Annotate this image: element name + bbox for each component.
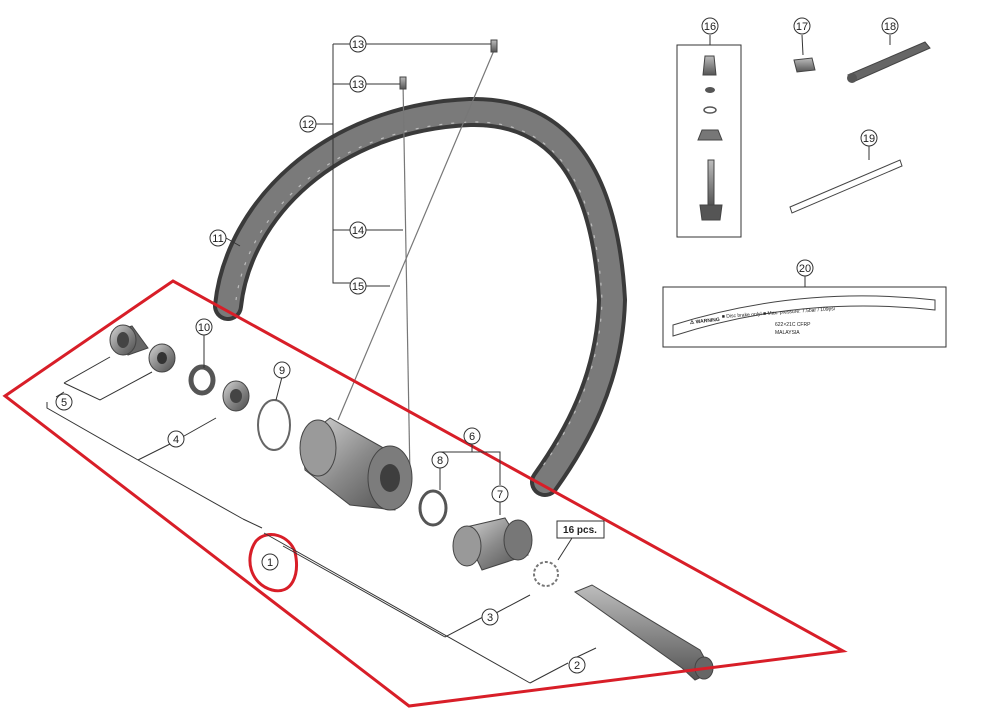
callout-5[interactable]: 5 bbox=[55, 393, 73, 411]
callout-9[interactable]: 9 bbox=[273, 361, 291, 379]
svg-text:12: 12 bbox=[302, 119, 314, 131]
left-hub-parts bbox=[109, 324, 291, 451]
highlight-callout-circle bbox=[248, 533, 298, 593]
callout-3[interactable]: 3 bbox=[481, 608, 499, 626]
callout-16[interactable]: 16 bbox=[701, 17, 719, 35]
callout-labels: 1 2 3 4 5 6 7 8 bbox=[55, 17, 899, 674]
right-hub-parts bbox=[418, 489, 714, 681]
svg-text:8: 8 bbox=[437, 455, 443, 467]
valve-set-box bbox=[676, 44, 742, 238]
spoke-nipple-parts bbox=[399, 39, 498, 90]
callout-13-upper[interactable]: 13 bbox=[349, 35, 367, 53]
svg-text:622×21C CFRP: 622×21C CFRP bbox=[775, 322, 811, 328]
svg-text:MALAYSIA: MALAYSIA bbox=[775, 330, 800, 336]
callout-2[interactable]: 2 bbox=[568, 656, 586, 674]
callout-19[interactable]: 19 bbox=[860, 129, 878, 147]
callout-20[interactable]: 20 bbox=[796, 259, 814, 277]
hub-body bbox=[299, 417, 413, 511]
callout-14[interactable]: 14 bbox=[349, 221, 367, 239]
svg-text:17: 17 bbox=[796, 21, 808, 33]
callout-11[interactable]: 11 bbox=[209, 229, 227, 247]
callout-13-lower[interactable]: 13 bbox=[349, 75, 367, 93]
tool-parts bbox=[793, 41, 931, 83]
svg-text:18: 18 bbox=[884, 21, 896, 33]
svg-text:1: 1 bbox=[267, 557, 273, 569]
svg-text:11: 11 bbox=[212, 233, 223, 245]
callout-17[interactable]: 17 bbox=[793, 17, 811, 35]
svg-text:16: 16 bbox=[704, 21, 716, 33]
callout-10[interactable]: 10 bbox=[195, 318, 213, 336]
svg-text:4: 4 bbox=[173, 434, 179, 446]
highlight-outline bbox=[2, 279, 848, 708]
callout-18[interactable]: 18 bbox=[881, 17, 899, 35]
callout-1[interactable]: 1 bbox=[261, 553, 279, 571]
svg-text:3: 3 bbox=[487, 612, 493, 624]
quantity-note: 16 pcs. bbox=[556, 520, 605, 539]
rim bbox=[213, 96, 628, 497]
rim-decal-box bbox=[662, 286, 947, 348]
svg-text:6: 6 bbox=[469, 431, 475, 443]
svg-text:⚠ WARNING: ⚠ WARNING bbox=[690, 317, 721, 326]
svg-text:7: 7 bbox=[497, 489, 503, 501]
callout-15[interactable]: 15 bbox=[349, 277, 367, 295]
svg-text:13: 13 bbox=[352, 39, 364, 51]
svg-text:14: 14 bbox=[352, 225, 364, 237]
svg-text:20: 20 bbox=[799, 263, 811, 275]
rim-tape-part bbox=[789, 159, 903, 214]
svg-text:9: 9 bbox=[279, 365, 285, 377]
svg-text:13: 13 bbox=[352, 79, 364, 91]
callout-12[interactable]: 12 bbox=[299, 115, 317, 133]
svg-text:15: 15 bbox=[352, 281, 364, 293]
callout-4[interactable]: 4 bbox=[167, 430, 185, 448]
svg-text:5: 5 bbox=[61, 397, 67, 409]
svg-text:10: 10 bbox=[198, 322, 210, 334]
leader-lines bbox=[46, 34, 891, 684]
callout-6[interactable]: 6 bbox=[463, 427, 481, 445]
svg-text:2: 2 bbox=[574, 660, 580, 672]
callout-8[interactable]: 8 bbox=[431, 451, 449, 469]
callout-7[interactable]: 7 bbox=[491, 485, 509, 503]
rim-decal-text: ⚠ WARNING ■ Disc brake only! ■ Max. pres… bbox=[690, 306, 836, 336]
svg-text:19: 19 bbox=[863, 133, 875, 145]
svg-text:16 pcs.: 16 pcs. bbox=[563, 525, 597, 536]
